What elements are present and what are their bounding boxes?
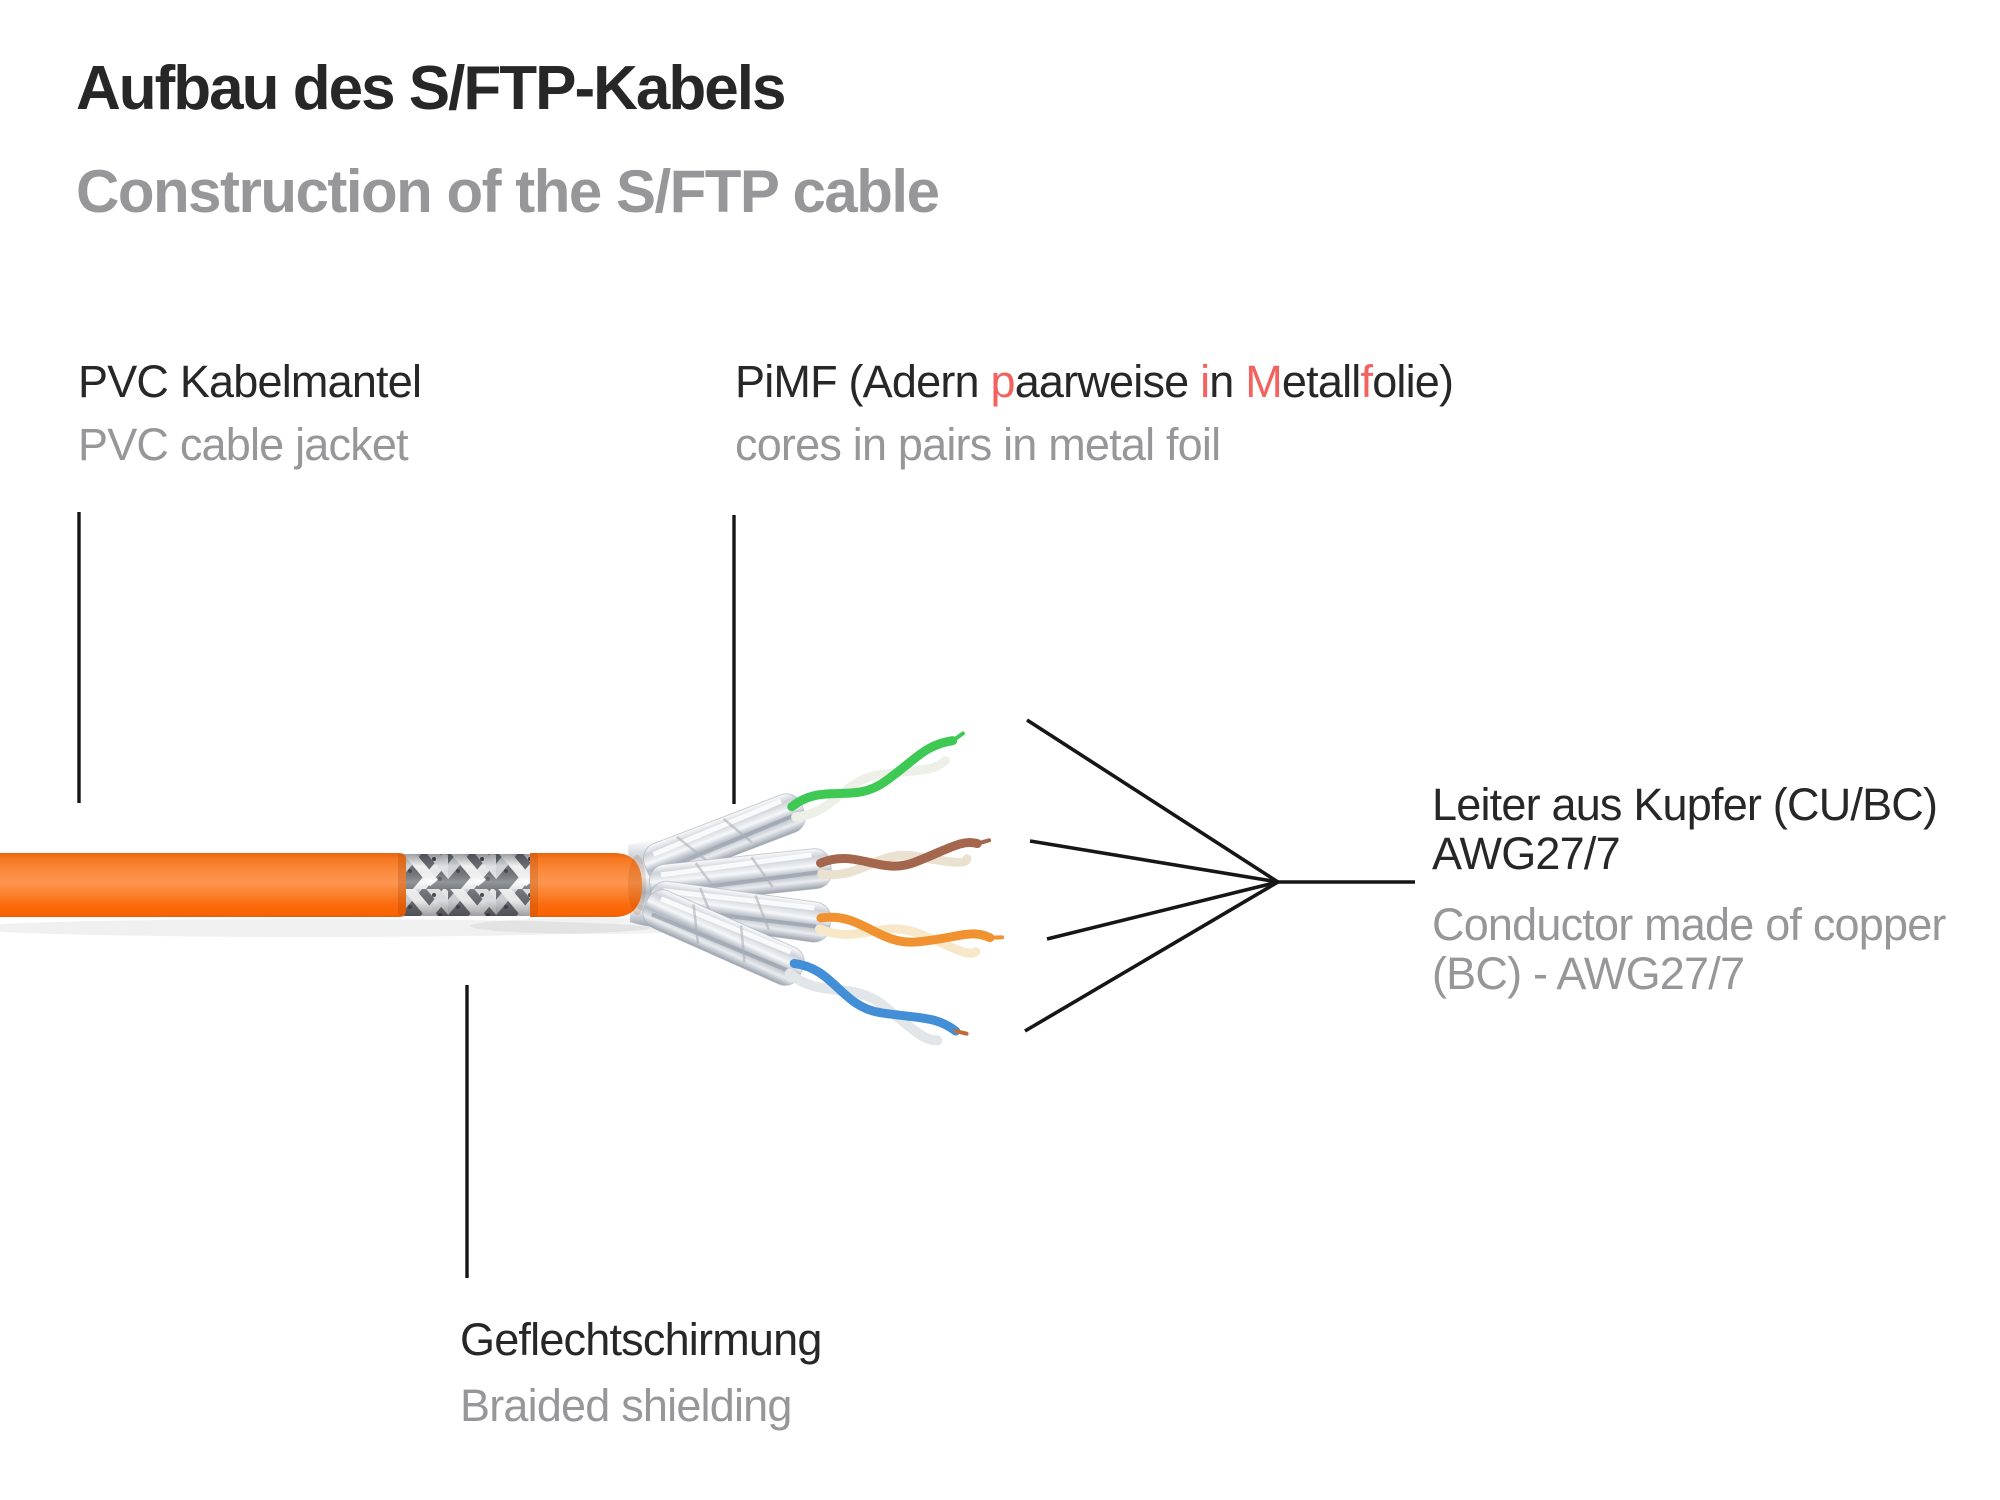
- wire-blue-white: [784, 968, 943, 1046]
- pimf-label-de: PiMF (Adern paarweise in Metallfolie): [735, 356, 1454, 407]
- callout-pimf: PiMF (Adern paarweise in Metallfolie) co…: [735, 356, 1454, 470]
- fan-line-blue: [1024, 880, 1279, 1033]
- wire-green: [787, 736, 958, 812]
- wire-brown: [816, 838, 982, 871]
- pimf-label-en: cores in pairs in metal foil: [735, 418, 1221, 470]
- fan-line-orange: [1046, 880, 1279, 941]
- conductor-label-de-line2: AWG27/7: [1432, 828, 1621, 879]
- jacket-left: [0, 853, 406, 917]
- pair-blue: [642, 889, 969, 1046]
- jacket-label-en: PVC cable jacket: [78, 418, 409, 470]
- wire-brown-white: [817, 850, 972, 880]
- fan-line-green: [1026, 718, 1279, 884]
- braid-label-en: Braided shielding: [460, 1379, 792, 1431]
- cable-shadow: [0, 919, 650, 937]
- page-title: Aufbau des S/FTP-Kabels: [76, 54, 786, 123]
- conductor-fan-lines: [1024, 718, 1415, 1033]
- header: Aufbau des S/FTP-Kabels Construction of …: [76, 54, 940, 225]
- wire-green-white: [791, 756, 950, 822]
- pointer-lines: [77, 512, 1415, 1278]
- wire-blue: [789, 959, 961, 1036]
- wire-orange-white: [814, 924, 981, 958]
- pair-green: [643, 731, 965, 883]
- jacket-right: [530, 853, 646, 917]
- braid-label-de: Geflechtschirmung: [460, 1314, 822, 1365]
- wire-orange: [816, 912, 995, 947]
- page-subtitle: Construction of the S/FTP cable: [76, 158, 940, 225]
- conductor-label-de-line1: Leiter aus Kupfer (CU/BC): [1432, 779, 1938, 830]
- fan-line-brown: [1029, 839, 1279, 884]
- callout-jacket: PVC Kabelmantel PVC cable jacket: [78, 356, 422, 470]
- conductor-label-en-line1: Conductor made of copper: [1432, 899, 1946, 950]
- callout-braid: Geflechtschirmung Braided shielding: [460, 1316, 822, 1429]
- callout-conductor: Leiter aus Kupfer (CU/BC) AWG27/7 Conduc…: [1432, 780, 1946, 998]
- braid-section: [400, 854, 534, 916]
- conductor-label-en-line2: (BC) - AWG27/7: [1432, 948, 1745, 999]
- jacket-label-de: PVC Kabelmantel: [78, 356, 422, 407]
